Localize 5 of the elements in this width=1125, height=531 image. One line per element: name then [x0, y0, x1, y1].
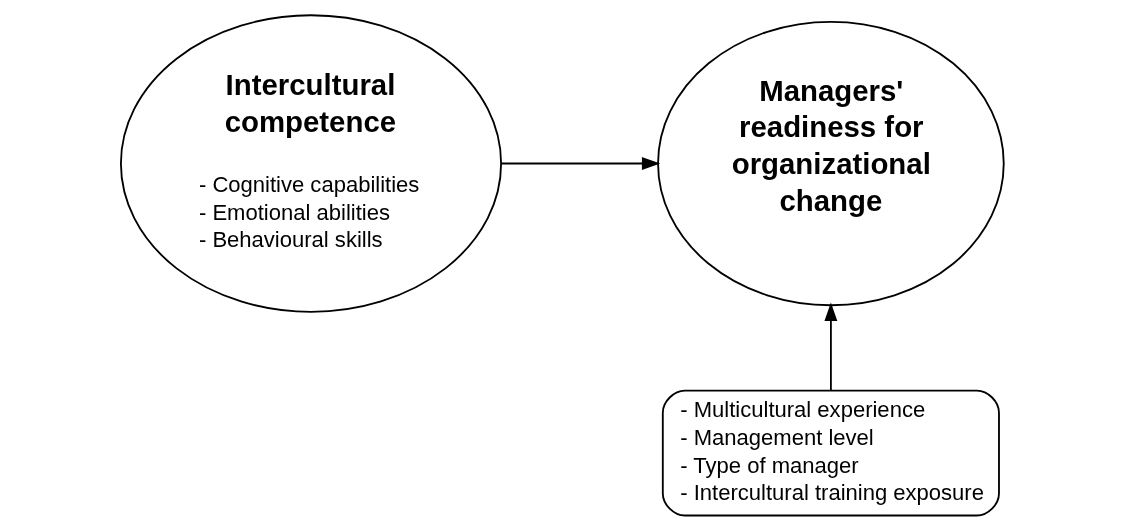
node-box: - Multicultural experience - Management level - Type of manager - Intercultural training exposure	[661, 389, 1000, 517]
arrow	[499, 157, 661, 170]
node-ellipse: Intercultural competence - Cognitive capabilities - Emotional abilities - Behavioural skills	[120, 14, 503, 313]
arrow	[824, 302, 838, 392]
node-ellipse: Managers' readiness for organizational change	[657, 20, 1005, 307]
